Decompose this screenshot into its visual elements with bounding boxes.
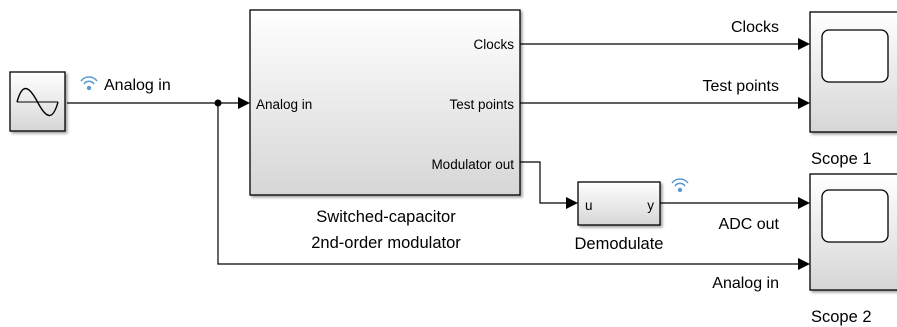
signal-label-analog-in-scope: Analog in bbox=[712, 275, 779, 292]
signal-label-clocks: Clocks bbox=[731, 19, 779, 36]
demodulate-caption: Demodulate bbox=[575, 235, 664, 253]
demodulate-block[interactable] bbox=[577, 181, 661, 226]
scope-screen-icon bbox=[821, 29, 889, 83]
signal-label-test-points: Test points bbox=[703, 78, 779, 95]
modulator-caption-line1: Switched-capacitor bbox=[316, 208, 456, 226]
modulator-port-in-label: Analog in bbox=[256, 97, 312, 112]
scope-2-caption: Scope 2 bbox=[811, 308, 872, 326]
signal-line-modulator-out[interactable] bbox=[520, 161, 578, 209]
signal-line-clocks[interactable] bbox=[520, 38, 810, 50]
signal-line-analog-in[interactable] bbox=[67, 97, 810, 270]
demodulate-port-u-label: u bbox=[585, 198, 593, 213]
scope-1-caption: Scope 1 bbox=[811, 150, 872, 168]
modulator-port-clocks-label: Clocks bbox=[473, 37, 514, 52]
signal-label-adc-out: ADC out bbox=[719, 216, 780, 233]
modulator-port-out-label: Modulator out bbox=[431, 157, 514, 172]
signal-label-analog-in: Analog in bbox=[104, 77, 171, 94]
demodulate-port-y-label: y bbox=[647, 198, 654, 213]
signal-logging-icon[interactable] bbox=[80, 76, 98, 91]
signal-line-test-points[interactable] bbox=[520, 97, 810, 109]
scope-1-block[interactable] bbox=[809, 11, 897, 133]
modulator-subsystem-block[interactable] bbox=[249, 9, 521, 196]
modulator-port-test-points-label: Test points bbox=[449, 97, 514, 112]
sine-wave-icon bbox=[16, 87, 59, 117]
scope-2-block[interactable] bbox=[809, 173, 897, 291]
signal-logging-icon[interactable] bbox=[671, 178, 689, 193]
signal-line-adc-out[interactable] bbox=[660, 197, 810, 209]
modulator-caption-line2: 2nd-order modulator bbox=[311, 234, 461, 252]
scope-screen-icon bbox=[821, 189, 889, 243]
sine-wave-source-block[interactable] bbox=[9, 71, 66, 132]
